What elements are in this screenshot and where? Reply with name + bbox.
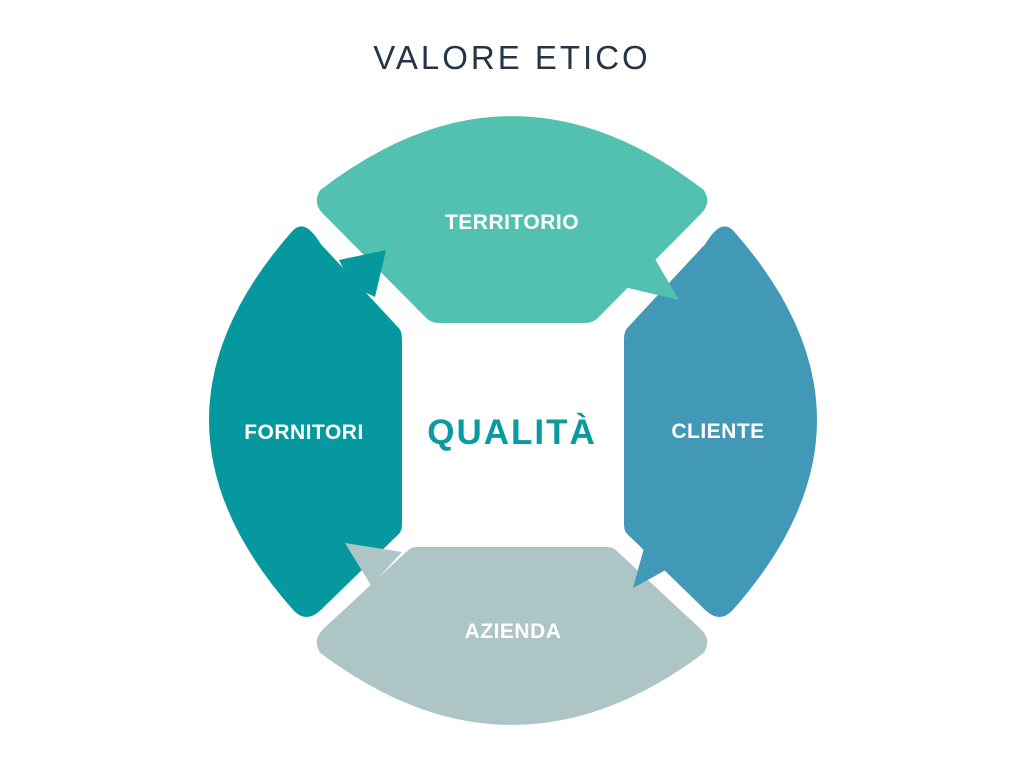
segment-territorio — [310, 110, 714, 329]
label-cliente: CLIENTE — [671, 420, 764, 443]
label-fornitori: FORNITORI — [244, 421, 364, 444]
segment-azienda-shape — [310, 541, 714, 731]
segment-territorio-shape — [310, 110, 714, 329]
segment-cliente-shape — [618, 220, 823, 623]
segment-fornitori — [203, 220, 408, 623]
arrow-fornitori — [339, 250, 386, 297]
segment-fornitori-shape — [203, 220, 408, 623]
segment-cliente — [618, 220, 823, 623]
arrow-cliente — [633, 526, 684, 588]
arrow-territorio — [612, 242, 679, 300]
arrow-azienda — [345, 543, 402, 600]
diagram-title: VALORE ETICO — [373, 39, 650, 76]
label-territorio: TERRITORIO — [445, 211, 579, 234]
center-label: QUALITÀ — [427, 412, 597, 452]
label-azienda: AZIENDA — [465, 620, 562, 643]
segment-azienda — [310, 541, 714, 731]
